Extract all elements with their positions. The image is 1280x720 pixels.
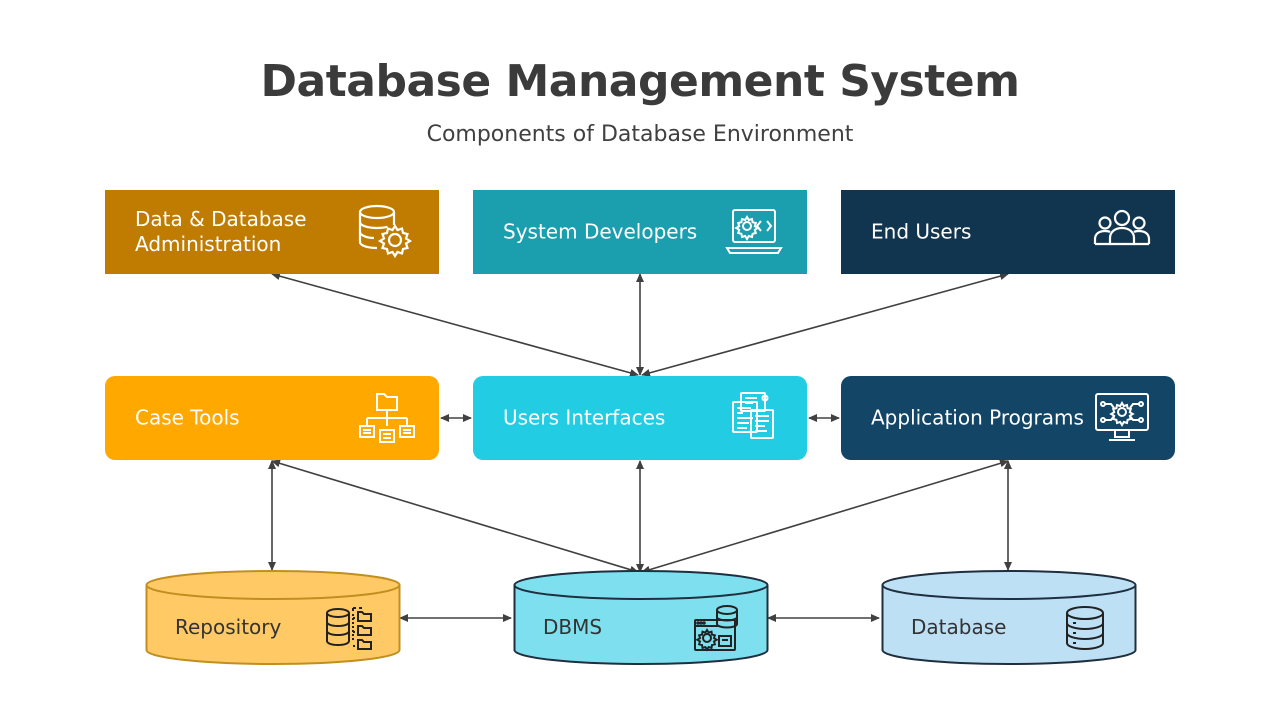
box-label: Data & Database Administration: [135, 207, 307, 256]
cylinder-shape: [881, 570, 1137, 665]
cylinder-top: [145, 570, 401, 600]
folder-hierarchy-icon: [359, 393, 415, 443]
arrow-casetools-dbms: [271, 459, 639, 574]
box-label: Users Interfaces: [503, 405, 666, 430]
cylinder-label: Database: [911, 615, 1007, 639]
box-label: Application Programs: [871, 405, 1084, 430]
page-title: Database Management System: [260, 56, 1020, 107]
cylinder-database: Database: [881, 570, 1137, 666]
arrow-endusers-interfaces: [641, 272, 1009, 377]
database-settings-icon: [694, 605, 738, 652]
cylinder-body: [513, 585, 769, 665]
page-subtitle: Components of Database Environment: [426, 122, 854, 147]
interface-documents-icon: [732, 392, 774, 439]
database-folders-icon: [326, 607, 372, 650]
cylinder-top: [881, 570, 1137, 600]
cylinder-repository: Repository: [145, 570, 401, 666]
box-end-users: End Users: [841, 190, 1175, 274]
box-label: Case Tools: [135, 405, 240, 430]
users-group-icon: [1093, 209, 1151, 246]
database-gear-icon: [358, 204, 413, 259]
cylinder-top: [513, 570, 769, 600]
laptop-code-gear-icon: [725, 209, 783, 254]
arrow-applications-dbms: [641, 459, 1009, 574]
arrow-admin-interfaces: [271, 272, 639, 377]
box-application-programs: Application Programs: [841, 376, 1175, 460]
cylinder-label: DBMS: [543, 615, 603, 639]
cylinder-dbms: DBMS: [513, 570, 769, 666]
box-case-tools: Case Tools: [105, 376, 439, 460]
box-label: End Users: [871, 219, 972, 244]
monitor-gear-icon: [1095, 393, 1149, 441]
box-label: System Developers: [503, 219, 698, 244]
box-users-interfaces: Users Interfaces: [473, 376, 807, 460]
cylinder-body: [881, 585, 1137, 665]
box-data-database-administration: Data & Database Administration: [105, 190, 439, 274]
cylinder-shape: [513, 570, 769, 665]
cylinder-label: Repository: [175, 615, 282, 639]
database-stack-icon: [1066, 606, 1104, 651]
box-system-developers: System Developers: [473, 190, 807, 274]
